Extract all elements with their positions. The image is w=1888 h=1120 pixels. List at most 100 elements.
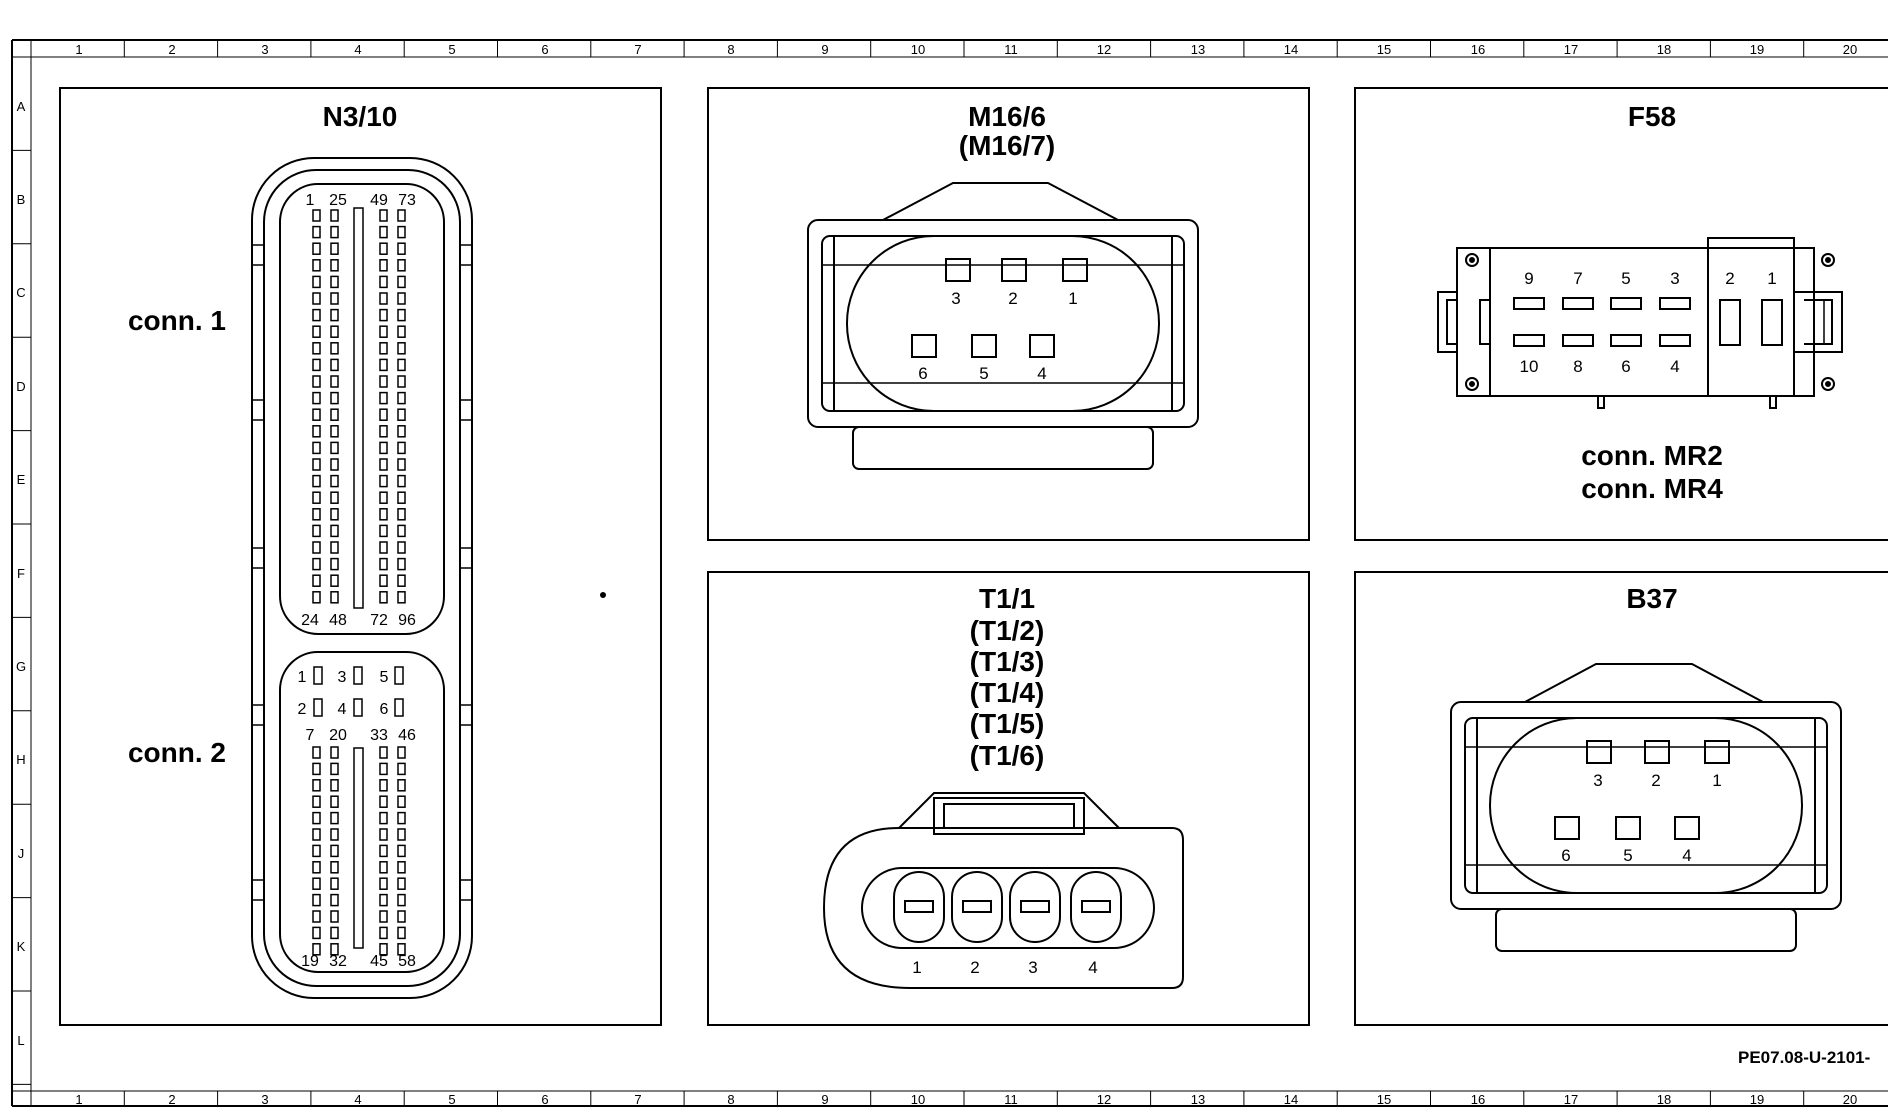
pin-cavity bbox=[312, 259, 321, 272]
pin-cavity bbox=[330, 325, 339, 338]
pin-cavity bbox=[312, 574, 321, 587]
pin-cavity bbox=[397, 591, 406, 604]
f58-conn-label-1: conn. MR2 bbox=[1581, 440, 1723, 471]
pin-cavity bbox=[312, 762, 321, 776]
pin-cavity bbox=[397, 541, 406, 554]
col-label: 13 bbox=[1191, 1092, 1205, 1107]
col-label: 14 bbox=[1284, 42, 1298, 57]
pin-number: 9 bbox=[1524, 269, 1533, 288]
col-label: 6 bbox=[541, 1092, 548, 1107]
pin-cavity bbox=[379, 893, 388, 907]
pin-number: 24 bbox=[301, 612, 319, 629]
pin-cavity bbox=[379, 877, 388, 890]
pin-cavity bbox=[379, 308, 388, 322]
pin-cavity bbox=[312, 861, 321, 874]
connector-title: B37 bbox=[1626, 583, 1677, 614]
pin-cavity bbox=[379, 541, 388, 554]
pin-cavity bbox=[397, 893, 406, 907]
pin-number: 2 bbox=[970, 958, 979, 977]
pin-cavity bbox=[330, 375, 339, 388]
pin-number: 58 bbox=[398, 953, 416, 970]
row-label: E bbox=[17, 472, 26, 487]
panel-f58: F58 9 7 bbox=[1354, 87, 1888, 541]
pin-cavity bbox=[397, 557, 406, 571]
col-label: 1 bbox=[75, 42, 82, 57]
connector-title: M16/6 bbox=[968, 101, 1046, 132]
pin-number: 5 bbox=[380, 669, 389, 686]
col-label: 18 bbox=[1657, 42, 1671, 57]
col-label: 15 bbox=[1377, 42, 1391, 57]
pin-number: 20 bbox=[329, 727, 347, 744]
pin-cavity bbox=[379, 358, 388, 372]
pin-number: 5 bbox=[1623, 846, 1632, 865]
conn-1-label: conn. 1 bbox=[128, 305, 226, 336]
col-label: 3 bbox=[261, 1092, 268, 1107]
row-label: F bbox=[17, 566, 25, 581]
pin-cavity bbox=[330, 844, 339, 858]
col-label: 5 bbox=[448, 42, 455, 57]
pin-cavity bbox=[330, 861, 339, 874]
col-label: 9 bbox=[821, 1092, 828, 1107]
n3-10-conn2-center-bar bbox=[353, 747, 364, 949]
pin-number: 19 bbox=[301, 953, 319, 970]
pin-cavity bbox=[397, 844, 406, 858]
n3-10-conn1-center-bar bbox=[353, 207, 364, 609]
n3-10-side-tabs bbox=[252, 244, 472, 901]
pin-cavity bbox=[397, 910, 406, 923]
pin-cavity bbox=[379, 591, 388, 604]
pin-cavity bbox=[312, 425, 321, 438]
pin-cavity bbox=[312, 926, 321, 940]
col-label: 12 bbox=[1097, 1092, 1111, 1107]
pin-cavity bbox=[330, 541, 339, 554]
pin-number: 46 bbox=[398, 727, 416, 744]
pin-number: 73 bbox=[398, 192, 416, 209]
pin-cavity bbox=[330, 795, 339, 808]
pin-cavity bbox=[397, 408, 406, 421]
pin-cavity bbox=[379, 342, 388, 355]
m16-6-pins bbox=[911, 258, 1088, 358]
pin-cavity bbox=[330, 358, 339, 372]
pin-number: 5 bbox=[1621, 269, 1630, 288]
pin-cavity bbox=[312, 508, 321, 521]
col-label: 4 bbox=[354, 42, 361, 57]
pin-cavity bbox=[397, 441, 406, 455]
t1-1-pins bbox=[893, 871, 1122, 943]
pin-cavity bbox=[379, 425, 388, 438]
pin-cavity bbox=[379, 910, 388, 923]
pin-cavity bbox=[379, 259, 388, 272]
pin-cavity bbox=[312, 325, 321, 338]
pin-number: 2 bbox=[1725, 269, 1734, 288]
pin-number: 1 bbox=[1712, 771, 1721, 790]
col-label: 11 bbox=[1004, 42, 1018, 57]
pin-cavity bbox=[330, 910, 339, 923]
pin-cavity bbox=[312, 292, 321, 305]
pin-cavity bbox=[330, 308, 339, 322]
document-reference: PE07.08-U-2101- bbox=[1738, 1048, 1870, 1067]
col-label: 15 bbox=[1377, 1092, 1391, 1107]
pin-cavity bbox=[330, 441, 339, 455]
pin-number: 7 bbox=[1573, 269, 1582, 288]
pin-number: 2 bbox=[1008, 289, 1017, 308]
pin-cavity bbox=[379, 557, 388, 571]
pin-number: 3 bbox=[1670, 269, 1679, 288]
column-ticks bbox=[30, 40, 1805, 1106]
pin-cavity bbox=[312, 811, 321, 825]
pin-cavity bbox=[379, 861, 388, 874]
pin-number: 33 bbox=[370, 727, 388, 744]
row-label: J bbox=[18, 846, 25, 861]
pin-cavity bbox=[330, 926, 339, 940]
col-label: 17 bbox=[1564, 42, 1578, 57]
pin-cavity bbox=[312, 524, 321, 538]
pin-cavity bbox=[397, 358, 406, 372]
pin-cavity bbox=[397, 508, 406, 521]
pin-cavity bbox=[379, 508, 388, 521]
pin-cavity bbox=[312, 779, 321, 792]
pin-cavity bbox=[330, 408, 339, 421]
column-labels-bottom: 1 2 3 4 5 6 7 8 9 10 11 12 13 14 15 16 1… bbox=[75, 1092, 1857, 1107]
pin-cavity bbox=[312, 441, 321, 455]
connector-alt-title: (T1/2) bbox=[970, 615, 1045, 646]
pin-number: 6 bbox=[918, 364, 927, 383]
pin-cavity bbox=[379, 943, 388, 956]
col-label: 18 bbox=[1657, 1092, 1671, 1107]
